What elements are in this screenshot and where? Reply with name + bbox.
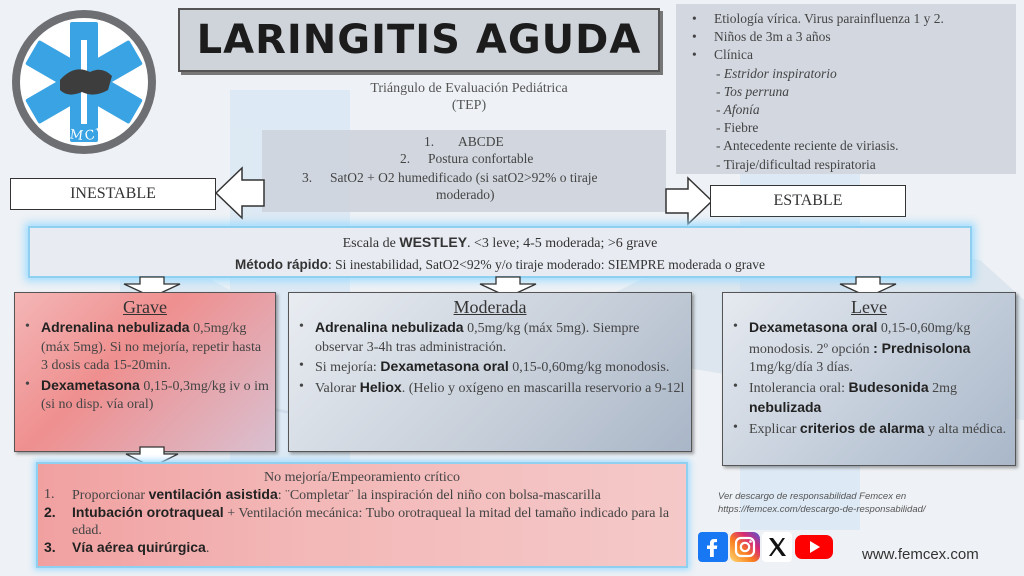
- moderada-item: •Si mejoría: Dexametasona oral 0,15-0,60…: [299, 358, 670, 375]
- femcex-logo: FEMCEX: [12, 10, 156, 154]
- tep-line1: Triángulo de Evaluación Pediátrica: [370, 81, 568, 96]
- estable-label: ESTABLE: [773, 192, 843, 209]
- westley-scale: Escala de WESTLEY. <3 leve; 4-5 moderada…: [342, 234, 658, 251]
- arrow-down-icon: [839, 276, 897, 298]
- grave-item: •Adrenalina nebulizada 0,5mg/kg (máx 5mg…: [25, 319, 262, 373]
- arrow-left-icon: [214, 166, 265, 220]
- etiology-item: •Clínica: [692, 47, 753, 63]
- leve-item: •Explicar criterios de alarma y alta méd…: [733, 419, 1007, 437]
- title-box: LARINGITIS AGUDA: [178, 8, 660, 72]
- leve-item: •Intolerancia oral: Budesonida 2mg nebul…: [733, 378, 958, 416]
- instagram-icon[interactable]: [730, 532, 760, 562]
- westley-rapid: Método rápido: Si inestabilidad, SatO2<9…: [235, 257, 765, 272]
- moderada-item: •Valorar Heliox. (Helio y oxígeno en mas…: [299, 378, 685, 396]
- inestable-label: INESTABLE: [70, 185, 156, 202]
- arrow-down-icon: [123, 276, 181, 298]
- grave-item: •Dexametasona 0,15-0,3mg/kg iv o im (si …: [25, 376, 269, 413]
- facebook-icon[interactable]: [698, 532, 728, 562]
- disclaimer-line1: Ver descargo de responsabilidad Femcex e…: [718, 491, 907, 502]
- leve-panel: Leve •Dexametasona oral 0,15-0,60mg/kg m…: [722, 292, 1016, 466]
- arrow-down-icon: [479, 276, 537, 298]
- etiology-box: •Etiología vírica. Virus parainfluenza 1…: [676, 4, 1016, 174]
- clinica-item: - Tos perruna: [716, 83, 790, 99]
- westley-box: Escala de WESTLEY. <3 leve; 4-5 moderada…: [28, 226, 972, 278]
- tep-line2: (TEP): [451, 98, 487, 113]
- grave-header: Grave: [123, 297, 167, 317]
- tep-header: Triángulo de Evaluación Pediátrica (TEP): [354, 80, 584, 114]
- inestable-box: INESTABLE: [10, 178, 216, 210]
- arrow-right-icon: [665, 176, 714, 226]
- no-mejoria-header: No mejoría/Empeoramiento crítico: [264, 470, 460, 485]
- no-mejoria-item: 2.Intubación orotraqueal + Ventilación m…: [44, 504, 670, 538]
- tep-steps-box: 1. ABCDE 2. Postura confortable 3. SatO2…: [262, 130, 666, 212]
- moderada-panel: Moderada •Adrenalina nebulizada 0,5mg/kg…: [288, 292, 692, 452]
- estable-box: ESTABLE: [710, 185, 906, 217]
- clinica-item: - Tiraje/dificultad respiratoria: [716, 156, 876, 172]
- clinica-item: - Fiebre: [716, 120, 759, 136]
- etiology-item: •Niños de 3m a 3 años: [692, 29, 831, 45]
- no-mejoria-item: 3.Vía aérea quirúrgica.: [44, 539, 210, 556]
- no-mejoria-box: No mejoría/Empeoramiento crítico 1.Propo…: [36, 462, 688, 568]
- disclaimer-link[interactable]: https://femcex.com/descargo-de-responsab…: [718, 504, 926, 515]
- clinica-item: - Antecedente reciente de viriasis.: [716, 138, 899, 154]
- arrow-down-icon: [125, 446, 179, 468]
- leve-item: •Dexametasona oral 0,15-0,60mg/kg monodo…: [733, 319, 971, 375]
- no-mejoria-item: 1.Proporcionar ventilación asistida: ¨Co…: [44, 486, 601, 503]
- etiology-item: •Etiología vírica. Virus parainfluenza 1…: [692, 11, 944, 26]
- moderada-header: Moderada: [453, 297, 527, 317]
- grave-panel: Grave •Adrenalina nebulizada 0,5mg/kg (m…: [14, 292, 276, 452]
- website-link[interactable]: www.femcex.com: [862, 546, 979, 563]
- clinica-item: - Afonía: [716, 102, 760, 118]
- moderada-item: •Adrenalina nebulizada 0,5mg/kg (máx 5mg…: [299, 319, 640, 355]
- disclaimer: Ver descargo de responsabilidad Femcex e…: [718, 490, 1018, 516]
- page-title: LARINGITIS AGUDA: [196, 17, 642, 63]
- leve-header: Leve: [851, 297, 887, 317]
- youtube-icon[interactable]: [794, 532, 834, 562]
- x-icon[interactable]: [762, 532, 792, 562]
- clinica-item: - Estridor inspiratorio: [716, 65, 837, 81]
